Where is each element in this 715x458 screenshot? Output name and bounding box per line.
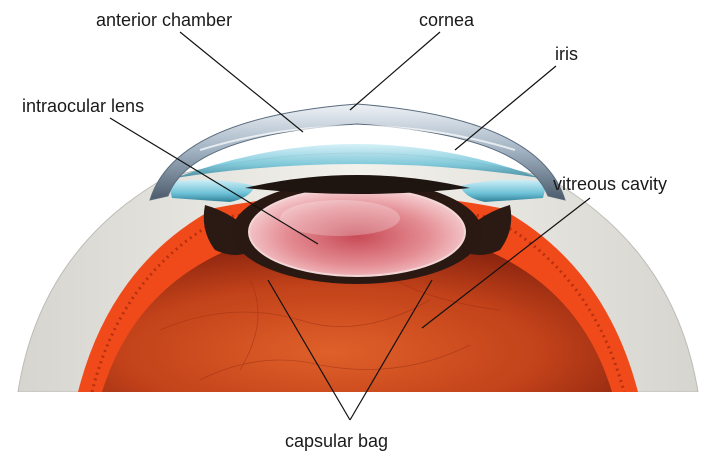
- label-vitreous-cavity: vitreous cavity: [553, 174, 667, 194]
- label-intraocular-lens: intraocular lens: [22, 96, 144, 116]
- label-iris: iris: [555, 44, 578, 64]
- label-anterior-chamber: anterior chamber: [96, 10, 232, 30]
- label-capsular-bag: capsular bag: [285, 431, 388, 451]
- leader-cornea: [350, 32, 440, 110]
- leader-anterior-chamber: [180, 32, 303, 132]
- lens-highlight: [280, 200, 400, 236]
- label-cornea: cornea: [419, 10, 475, 30]
